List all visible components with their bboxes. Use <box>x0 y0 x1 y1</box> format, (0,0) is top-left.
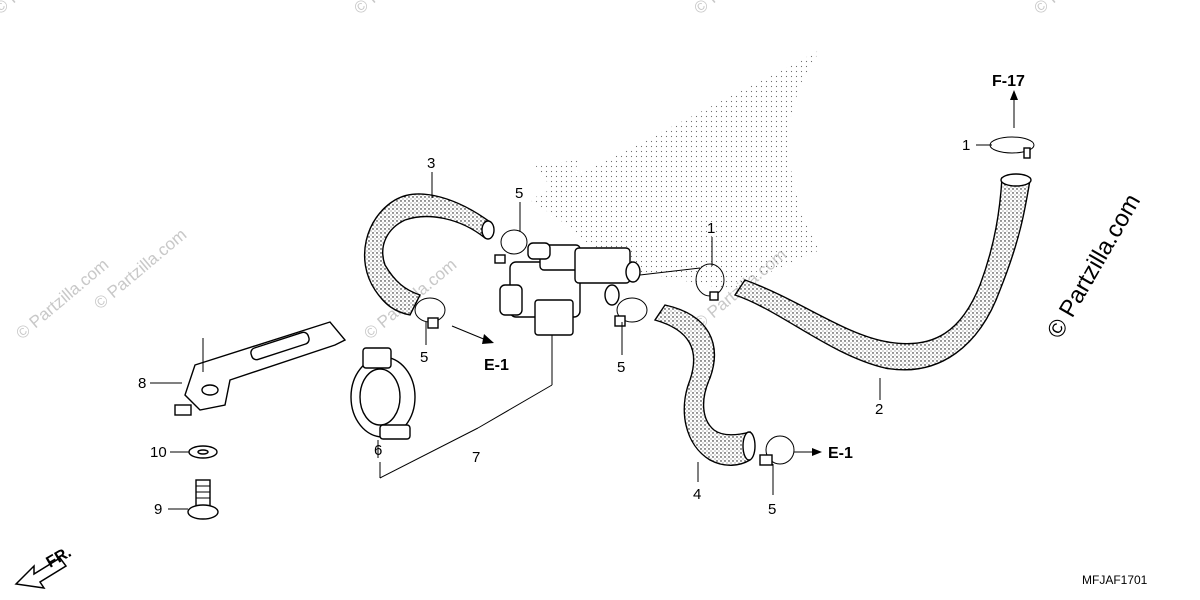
wing-logo-shape <box>530 50 820 290</box>
clip-1-mid <box>695 263 725 301</box>
hose-4-end <box>742 431 756 461</box>
callout-5-d: 5 <box>768 501 776 518</box>
ref-e1-right: E-1 <box>828 445 853 462</box>
callout-7: 7 <box>472 449 480 466</box>
clip-5-d <box>759 435 795 466</box>
watermark-5: © Partzilla.com <box>0 0 90 18</box>
callout-2: 2 <box>875 401 883 418</box>
clip-5-a <box>494 229 528 264</box>
diagram-code: MFJAF1701 <box>1082 573 1148 587</box>
clip-5-c <box>614 297 648 327</box>
bracket-8 <box>174 321 347 416</box>
hose-3-end <box>481 220 495 240</box>
clamp-6 <box>350 347 416 440</box>
clip-5-b <box>414 297 446 329</box>
watermark-6: © Partzilla.com <box>350 0 450 18</box>
callout-5-a: 5 <box>515 185 523 202</box>
arrows <box>451 90 1018 456</box>
front-direction-arrow: FR. <box>14 544 74 589</box>
hose-3 <box>363 193 491 316</box>
valve-assembly <box>499 242 701 336</box>
callout-5-b: 5 <box>420 349 428 366</box>
callout-9: 9 <box>154 501 162 518</box>
callout-3: 3 <box>427 155 435 172</box>
watermark-7: © Partzilla.com <box>690 0 790 18</box>
clip-1-top <box>989 136 1035 159</box>
hose-2-end <box>1000 173 1032 187</box>
callout-4: 4 <box>693 486 701 503</box>
callout-6: 6 <box>374 442 382 459</box>
leader-lines <box>150 144 992 510</box>
watermark-8: © Partzilla.com <box>1030 0 1130 18</box>
callout-10: 10 <box>150 444 167 461</box>
ref-f17: F-17 <box>992 73 1025 90</box>
bolt-9 <box>187 479 219 520</box>
callout-1-top: 1 <box>962 137 970 154</box>
callout-5-c: 5 <box>617 359 625 376</box>
hose-4 <box>653 304 751 466</box>
callout-1-mid: 1 <box>707 220 715 237</box>
ref-e1-left: E-1 <box>484 357 509 374</box>
watermark-main: © Partzilla.com <box>1042 189 1146 343</box>
callout-8: 8 <box>138 375 146 392</box>
